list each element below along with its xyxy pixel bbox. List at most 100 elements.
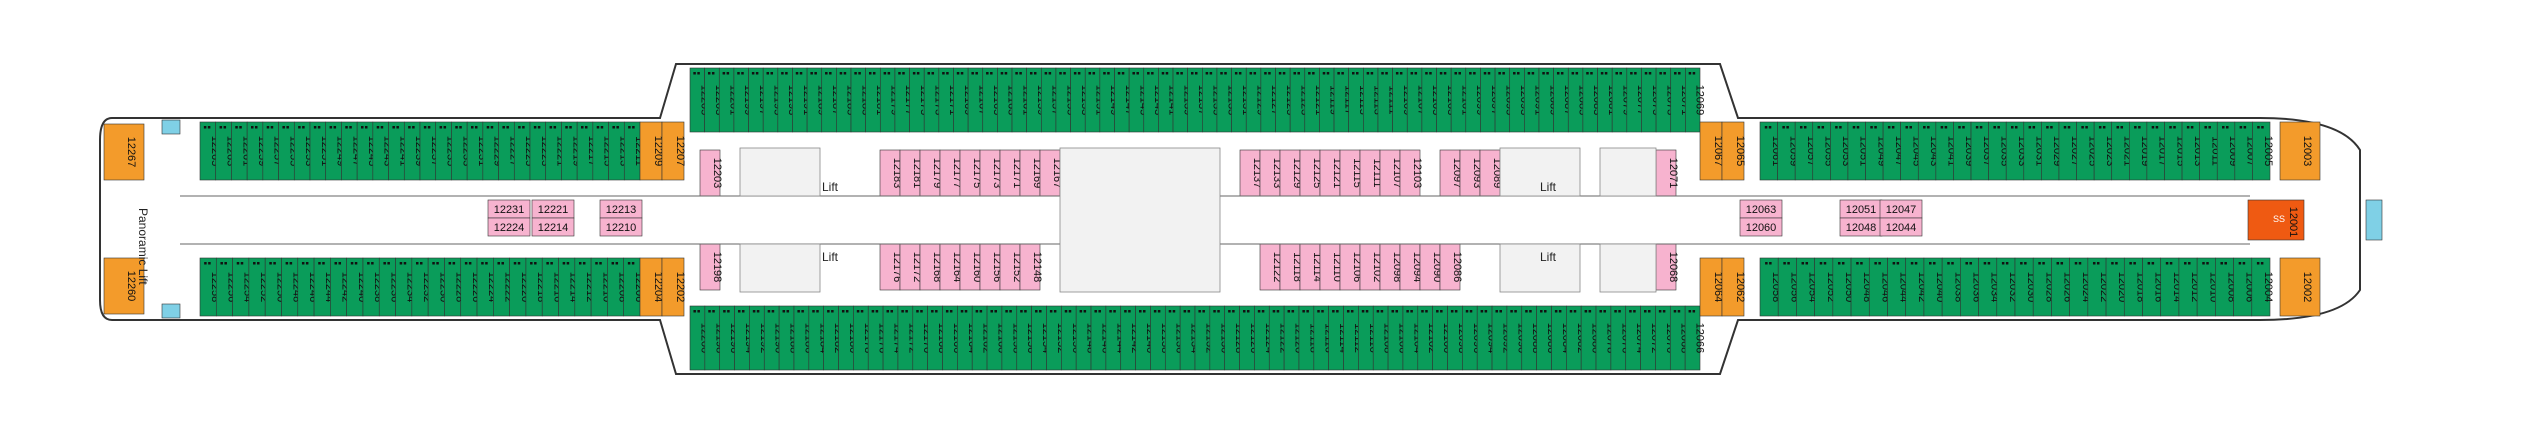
berth-marker-icon xyxy=(1870,126,1873,129)
berth-marker-icon xyxy=(1633,310,1636,313)
berth-marker-icon xyxy=(471,126,474,129)
berth-marker-icon xyxy=(1147,72,1150,75)
berth-marker-icon xyxy=(1590,72,1593,75)
inside-cabin-cell[interactable] xyxy=(599,217,643,237)
berth-marker-icon xyxy=(220,262,223,265)
berth-marker-icon xyxy=(1004,72,1008,75)
cabin-cell[interactable] xyxy=(2251,257,2271,317)
berth-marker-icon xyxy=(1965,262,1968,265)
berth-marker-icon xyxy=(1414,72,1418,75)
stairwell-area xyxy=(1599,243,1657,293)
berth-marker-icon xyxy=(1787,262,1790,265)
berth-marker-icon xyxy=(1151,72,1154,75)
berth-marker-icon xyxy=(1064,310,1068,313)
berth-marker-icon xyxy=(1944,126,1948,129)
berth-marker-icon xyxy=(1852,126,1856,129)
berth-marker-icon xyxy=(841,310,845,313)
berth-marker-icon xyxy=(534,262,537,265)
cabin-number: 12066 xyxy=(1694,323,1706,354)
berth-marker-icon xyxy=(872,72,876,75)
berth-marker-icon xyxy=(1124,310,1127,313)
berth-marker-icon xyxy=(782,310,786,313)
stern-suite-cell[interactable] xyxy=(103,257,145,315)
berth-marker-icon xyxy=(2060,262,2064,265)
berth-marker-icon xyxy=(565,126,568,129)
berth-marker-icon xyxy=(354,262,358,265)
berth-marker-icon xyxy=(2042,262,2045,265)
berth-marker-icon xyxy=(1107,72,1110,75)
berth-marker-icon xyxy=(1268,72,1271,75)
cabin-cell[interactable] xyxy=(1684,305,1701,371)
berth-marker-icon xyxy=(912,72,916,75)
bow-suite-cell[interactable] xyxy=(2279,257,2321,317)
berth-marker-icon xyxy=(920,310,923,313)
berth-marker-icon xyxy=(1692,72,1696,75)
cabin-number: 12001 xyxy=(2287,207,2299,238)
lift-label: Lift xyxy=(1540,250,1557,264)
berth-marker-icon xyxy=(886,310,890,313)
berth-marker-icon xyxy=(1195,72,1198,75)
berth-marker-icon xyxy=(236,262,240,265)
panoramic-lift-label: Panoramic Lift xyxy=(136,208,150,285)
berth-marker-icon xyxy=(1165,72,1169,75)
berth-marker-icon xyxy=(615,262,619,265)
berth-marker-icon xyxy=(533,126,537,129)
berth-marker-icon xyxy=(751,72,755,75)
berth-marker-icon xyxy=(1436,310,1439,313)
berth-marker-icon xyxy=(1132,72,1135,75)
berth-marker-icon xyxy=(443,126,447,129)
suite-cell[interactable] xyxy=(1721,121,1745,181)
berth-marker-icon xyxy=(1558,310,1562,313)
marker-cell[interactable] xyxy=(2365,199,2383,241)
berth-marker-icon xyxy=(727,310,730,313)
suite-cell[interactable] xyxy=(1721,257,1745,317)
inside-cabin-cell[interactable] xyxy=(1879,217,1923,237)
cabin-number: 12003 xyxy=(2301,136,2313,167)
berth-marker-icon xyxy=(530,262,533,265)
stern-suite-cell[interactable] xyxy=(103,123,145,181)
berth-marker-icon xyxy=(1246,310,1250,313)
berth-marker-icon xyxy=(1634,72,1637,75)
inside-cabin-cell[interactable] xyxy=(487,217,531,237)
berth-marker-icon xyxy=(1088,72,1092,75)
berth-marker-icon xyxy=(1648,72,1652,75)
bow-suite-cell[interactable] xyxy=(2247,199,2305,241)
berth-marker-icon xyxy=(1370,72,1374,75)
berth-marker-icon xyxy=(578,262,582,265)
berth-marker-icon xyxy=(756,310,760,313)
berth-marker-icon xyxy=(1228,310,1231,313)
berth-marker-icon xyxy=(1569,310,1573,313)
inside-cabin-cell[interactable] xyxy=(531,217,575,237)
cabin-number: 12207 xyxy=(674,136,686,167)
berth-marker-icon xyxy=(1510,310,1513,313)
berth-marker-icon xyxy=(1332,310,1335,313)
suite-cell[interactable] xyxy=(661,121,685,181)
berth-marker-icon xyxy=(423,126,427,129)
marker-cell[interactable] xyxy=(161,303,181,319)
berth-marker-icon xyxy=(1658,310,1662,313)
suite-cell[interactable] xyxy=(661,257,685,317)
berth-marker-icon xyxy=(345,126,348,129)
berth-marker-icon xyxy=(1326,72,1330,75)
berth-marker-icon xyxy=(931,310,934,313)
berth-marker-icon xyxy=(1979,126,1983,129)
berth-marker-icon xyxy=(975,72,978,75)
berth-marker-icon xyxy=(1321,310,1324,313)
berth-marker-icon xyxy=(1421,310,1424,313)
berth-marker-icon xyxy=(1856,126,1860,129)
marker-cell[interactable] xyxy=(161,119,181,135)
berth-marker-icon xyxy=(2067,126,2071,129)
berth-marker-icon xyxy=(412,126,415,129)
bow-suite-cell[interactable] xyxy=(2279,121,2321,181)
berth-marker-icon xyxy=(399,262,403,265)
inside-cabin-cell[interactable] xyxy=(1739,217,1783,237)
cabin-cell[interactable] xyxy=(2252,121,2271,181)
cabin-cell[interactable] xyxy=(1685,67,1701,133)
berth-marker-icon xyxy=(1769,262,1772,265)
berth-marker-icon xyxy=(916,72,920,75)
berth-marker-icon xyxy=(2056,262,2060,265)
berth-marker-icon xyxy=(376,126,380,129)
berth-marker-icon xyxy=(814,72,817,75)
berth-marker-icon xyxy=(1498,72,1501,75)
berth-marker-icon xyxy=(1599,310,1602,313)
